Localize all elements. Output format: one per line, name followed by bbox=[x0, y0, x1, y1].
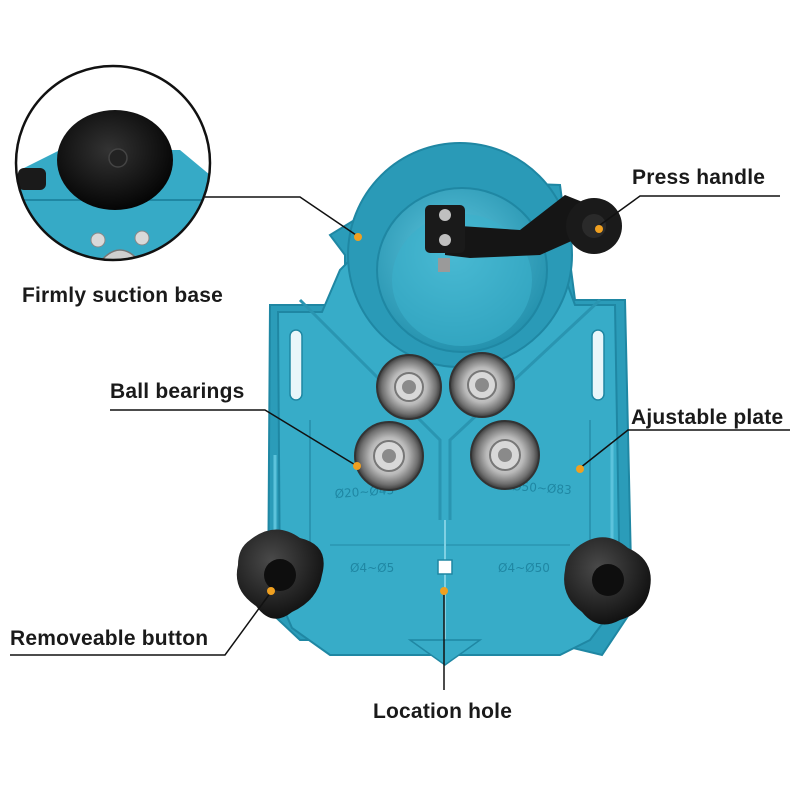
marker-adjustable-plate bbox=[576, 465, 584, 473]
suction-base-inset bbox=[14, 64, 212, 262]
label-suction-base: Firmly suction base bbox=[22, 284, 224, 307]
removeable-button-left bbox=[236, 529, 324, 619]
ball-bearings bbox=[354, 352, 540, 491]
leader-removeable-button bbox=[10, 591, 272, 656]
marker-suction-base bbox=[354, 233, 362, 241]
right-slot bbox=[591, 329, 605, 401]
ball-bearing-top-left bbox=[376, 354, 442, 420]
press-handle bbox=[425, 195, 622, 272]
plate-marking-right-upper: Ø50~Ø83 bbox=[512, 479, 572, 497]
ball-bearing-bottom-right bbox=[470, 420, 540, 490]
label-removeable-button: Removeable button bbox=[10, 627, 209, 650]
label-ball-bearings: Ball bearings bbox=[110, 380, 245, 403]
plate-marking-right-lower: Ø4~Ø50 bbox=[498, 561, 550, 575]
leader-press-handle bbox=[599, 195, 780, 226]
leader-suction-base bbox=[205, 196, 357, 236]
label-adjustable-plate: Ajustable plate bbox=[631, 406, 784, 429]
marker-dots bbox=[267, 225, 603, 595]
leader-ball-bearings bbox=[110, 409, 358, 467]
ball-bearing-bottom-left bbox=[354, 421, 424, 491]
marker-removeable-button bbox=[267, 587, 275, 595]
ball-bearing-top-right bbox=[449, 352, 515, 418]
label-press-handle: Press handle bbox=[632, 166, 766, 189]
marker-ball-bearings bbox=[353, 462, 361, 470]
plate-marking-left-lower: Ø4~Ø5 bbox=[350, 561, 394, 575]
marker-location-hole bbox=[440, 587, 448, 595]
leader-adjustable-plate bbox=[579, 429, 790, 469]
location-hole bbox=[437, 559, 453, 575]
left-slot bbox=[289, 329, 303, 401]
marker-press-handle bbox=[595, 225, 603, 233]
label-location-hole: Location hole bbox=[373, 700, 513, 723]
leader-lines bbox=[10, 195, 790, 690]
removeable-button-right bbox=[564, 537, 651, 625]
